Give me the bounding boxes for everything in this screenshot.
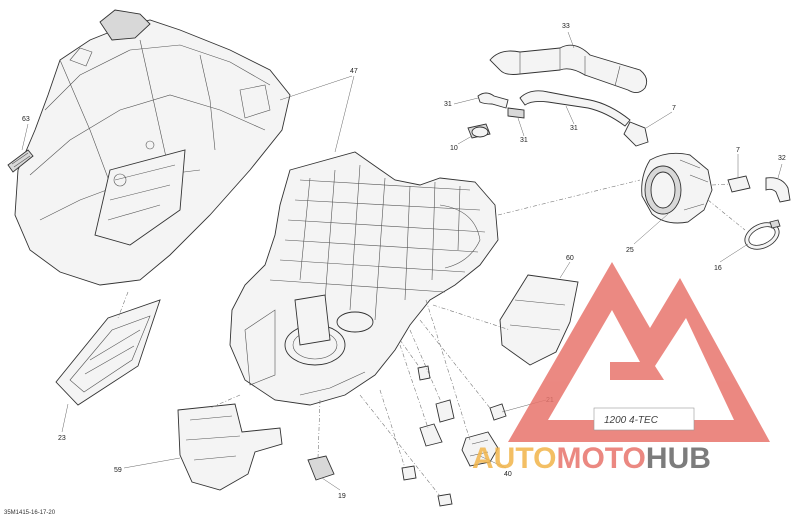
automotohub-watermark: 1200 4-TEC AUTOMOTOHUB [472, 262, 770, 475]
callout-63: 63 [22, 116, 30, 123]
callout-16: 16 [714, 265, 722, 272]
watermark-tag-box [593, 407, 695, 431]
grommet-21-part [489, 403, 507, 421]
callout-19: 19 [338, 493, 346, 500]
watermark-model-tag: 1200 4-TEC [604, 415, 659, 426]
intake-adapter-part [641, 152, 713, 224]
watermark-brand-hub: HUB [646, 442, 711, 475]
filter-frame-part [55, 299, 161, 406]
callout-47: 47 [350, 68, 358, 75]
watermark-triangle-logo [508, 262, 770, 442]
watermark-brand-auto: AUTO [472, 442, 556, 475]
callout-31-middle: 31 [520, 137, 528, 144]
callout-59: 59 [114, 467, 122, 474]
lower-shield-part [177, 403, 283, 491]
watermark-brand: AUTOMOTOHUB [472, 442, 711, 475]
callout-60: 60 [566, 255, 574, 262]
assembly-lines [117, 179, 746, 497]
shield-60-part [499, 274, 579, 366]
callout-7-right: 7 [736, 147, 740, 154]
connector-7-part [623, 121, 791, 203]
callout-40: 40 [504, 471, 512, 478]
label-plate-part [7, 149, 34, 173]
callout-32: 32 [778, 155, 786, 162]
callout-7-upper: 7 [672, 105, 676, 112]
air-box-cover-part [14, 9, 291, 286]
callout-25: 25 [626, 247, 634, 254]
callout-31-right: 31 [570, 125, 578, 132]
rubber-bushing-part [307, 365, 455, 507]
hose-33-part [489, 44, 648, 93]
callout-33: 33 [562, 23, 570, 30]
callout-23: 23 [58, 435, 66, 442]
callout-10: 10 [450, 145, 458, 152]
diagram-reference-code: 35M1415-16-17-20 [4, 510, 56, 516]
clamp-10-part [471, 126, 489, 138]
watermark-brand-moto: MOTO [556, 442, 645, 475]
hose-clamp-part [744, 219, 781, 250]
leader-lines [21, 31, 783, 491]
air-box-base-part [229, 151, 499, 406]
bracket-40-part [461, 431, 499, 467]
hose-31-part [467, 90, 631, 139]
callout-31-left: 31 [444, 101, 452, 108]
